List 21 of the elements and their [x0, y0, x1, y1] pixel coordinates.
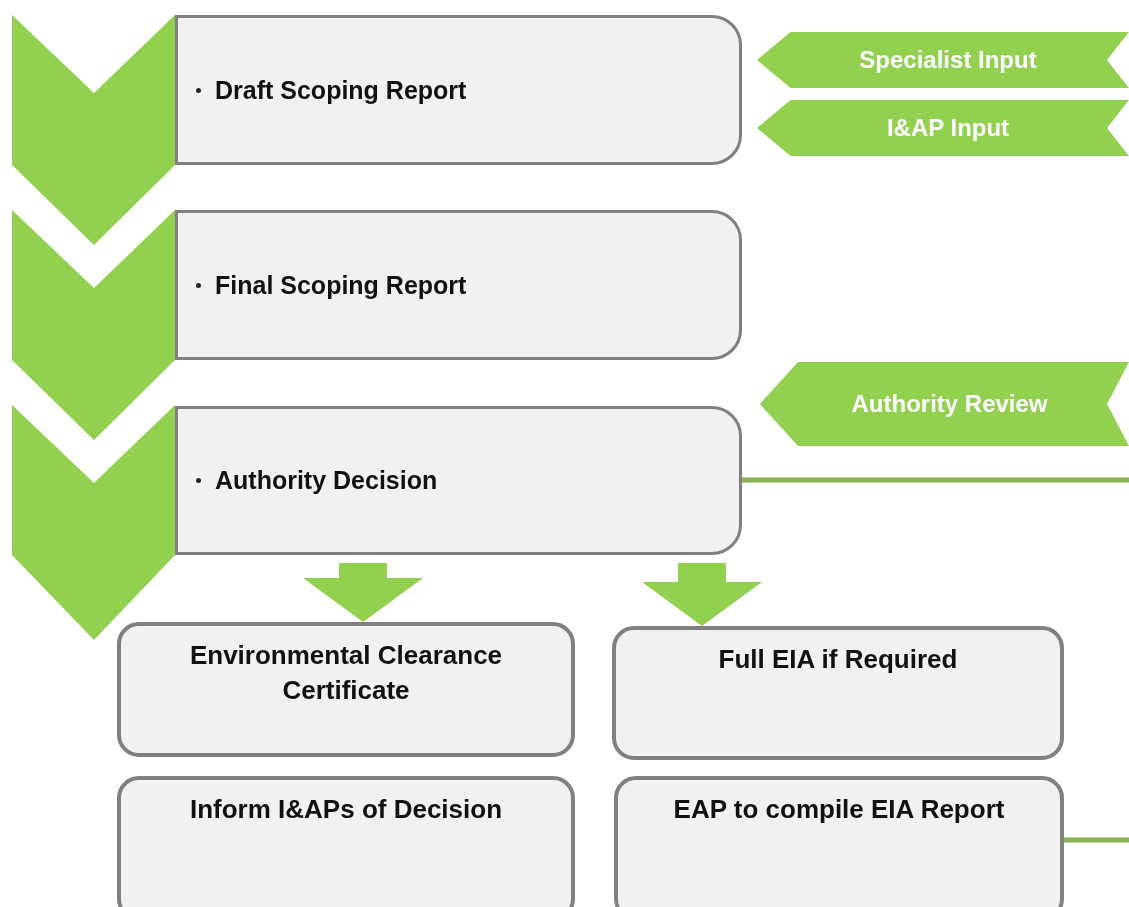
- outcome-box: [612, 626, 1064, 760]
- banner-label: I&AP Input: [886, 114, 1010, 142]
- outcome-label: Inform I&APs of Decision: [189, 793, 502, 826]
- process-box: [175, 406, 742, 555]
- outcome-box: [614, 776, 1064, 907]
- block-arrow: [303, 563, 423, 622]
- banner-label: Specialist Input: [859, 46, 1037, 74]
- banner-label: Authority Review: [851, 390, 1048, 418]
- process-box: [175, 210, 742, 360]
- outcome-label: EAP to compile EIA Report: [673, 793, 1005, 826]
- process-box: [175, 15, 742, 165]
- step-label: Authority Decision: [215, 466, 438, 495]
- step-label: Draft Scoping Report: [215, 75, 467, 105]
- outcome-label: Environmental Clearance Certificate: [188, 639, 504, 708]
- outcome-box: [117, 776, 575, 907]
- outcome-box: [117, 622, 575, 757]
- connector-line: [742, 477, 1129, 483]
- outcome-label: Full EIA if Required: [718, 643, 958, 676]
- step-label: Final Scoping Report: [215, 270, 467, 300]
- connector-line: [1064, 837, 1129, 843]
- block-arrow: [642, 563, 762, 626]
